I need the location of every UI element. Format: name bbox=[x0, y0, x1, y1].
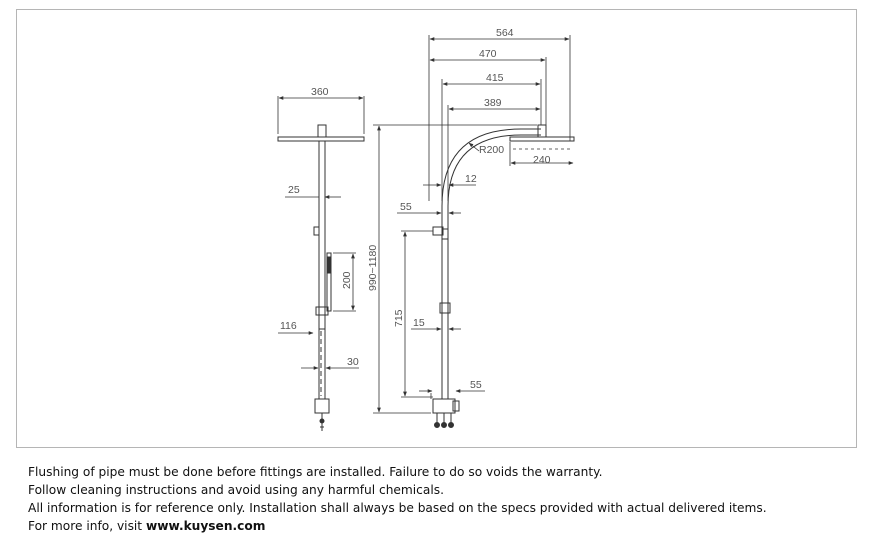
dim-head-width: 360 bbox=[311, 86, 329, 98]
website-link[interactable]: www.kuysen.com bbox=[145, 519, 266, 533]
note-more-info-prefix: For more info, visit bbox=[28, 519, 146, 533]
dim-height-715: 715 bbox=[393, 309, 405, 327]
note-cleaning: Follow cleaning instructions and avoid u… bbox=[28, 483, 444, 497]
dim-slide-offset: 116 bbox=[280, 320, 297, 332]
dim-bottom-pipe: 30 bbox=[347, 356, 359, 368]
side-view bbox=[432, 124, 575, 428]
technical-drawing-frame: 360 25 200 116 30 bbox=[16, 9, 857, 448]
shower-dimension-drawing: 360 25 200 116 30 bbox=[277, 27, 575, 431]
dim-overall: 564 bbox=[496, 27, 514, 39]
dim-pipe-15: 15 bbox=[413, 317, 425, 329]
front-view bbox=[277, 124, 365, 431]
dim-mount-55: 55 bbox=[400, 201, 412, 213]
side-mixer-valve bbox=[432, 398, 456, 414]
dim-holder-height: 200 bbox=[341, 271, 353, 289]
side-riser-pipe bbox=[441, 128, 541, 399]
dim-arm-offset: 25 bbox=[288, 184, 300, 196]
side-dimensions: 564 470 415 389 R200 240 12 55 990~1180 bbox=[367, 27, 574, 414]
side-shower-head bbox=[509, 136, 575, 142]
dim-arm-415: 415 bbox=[486, 72, 504, 84]
dim-pipe-12: 12 bbox=[465, 173, 477, 185]
front-head-connector bbox=[317, 124, 327, 138]
front-hand-shower bbox=[326, 252, 332, 312]
front-dimensions: 360 25 200 116 30 bbox=[277, 86, 365, 370]
front-shower-head bbox=[277, 136, 365, 142]
note-flushing: Flushing of pipe must be done before fit… bbox=[28, 465, 603, 479]
dim-head-240: 240 bbox=[533, 154, 551, 166]
side-slider bbox=[439, 302, 451, 314]
front-mixer-body bbox=[314, 398, 330, 414]
note-more-info: For more info, visit www.kuysen.com bbox=[28, 517, 858, 535]
note-reference: All information is for reference only. I… bbox=[28, 501, 767, 515]
front-diverter-knob bbox=[313, 226, 320, 236]
dim-valve-55: 55 bbox=[470, 379, 482, 391]
dim-arm-470: 470 bbox=[479, 48, 497, 60]
installation-notes: Flushing of pipe must be done before fit… bbox=[28, 463, 858, 535]
front-slider bbox=[315, 306, 329, 316]
dim-arm-389: 389 bbox=[484, 97, 502, 109]
dim-radius: R200 bbox=[479, 144, 504, 156]
dim-height-range: 990~1180 bbox=[367, 245, 379, 291]
